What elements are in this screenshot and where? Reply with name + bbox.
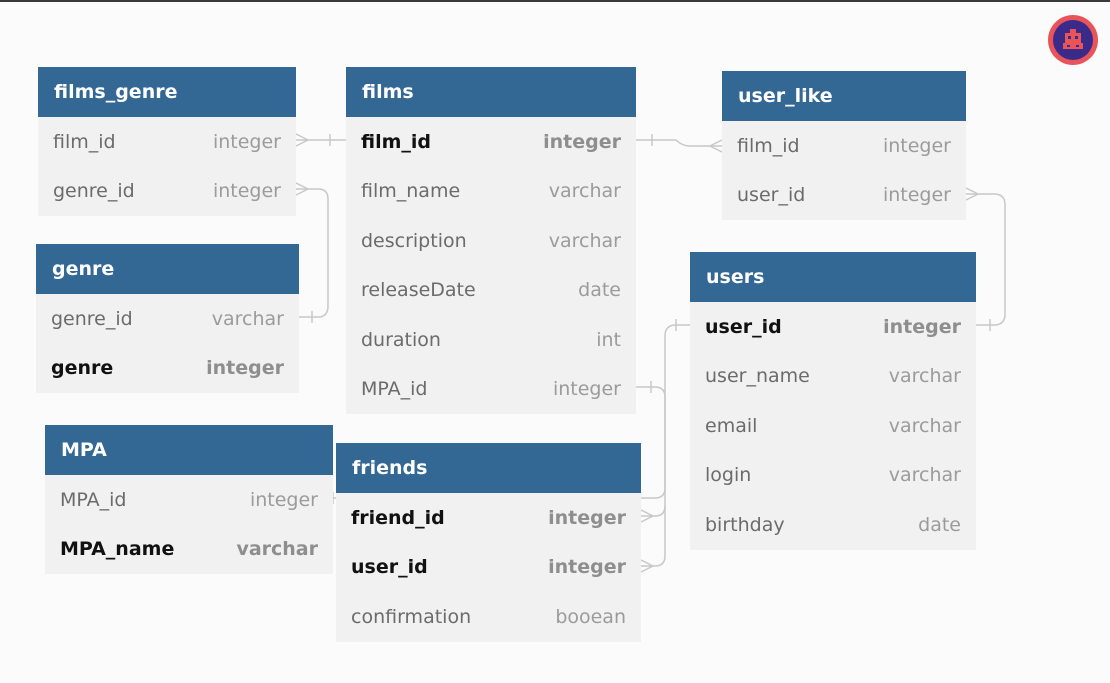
column-row[interactable]: film_name varchar [346, 167, 636, 217]
column-type: integer [212, 180, 281, 203]
table-header[interactable]: films [346, 67, 636, 117]
table-films[interactable]: films film_id integer film_name varchar … [346, 67, 636, 414]
column-type: integer [882, 134, 951, 157]
column-type: integer [543, 130, 621, 153]
column-name: MPA_name [60, 538, 175, 561]
column-type: integer [548, 506, 626, 529]
crowfoot-filmsgenre-film [295, 133, 310, 147]
table-header[interactable]: users [690, 252, 976, 302]
crowfoot-filmsgenre-genre [295, 182, 310, 196]
column-type: booean [555, 605, 626, 628]
column-type: varchar [548, 229, 621, 252]
column-name: birthday [705, 513, 785, 536]
column-row-pk[interactable]: friend_id integer [336, 493, 641, 543]
column-row[interactable]: duration int [346, 315, 636, 365]
column-name: film_name [361, 180, 461, 203]
column-type: integer [883, 315, 961, 338]
table-header[interactable]: genre [36, 244, 299, 294]
column-row-pk[interactable]: user_id integer [336, 543, 641, 593]
crowfoot-friends-friendid [640, 509, 655, 523]
column-row[interactable]: MPA_id integer [45, 475, 333, 525]
column-name: email [705, 414, 758, 437]
crowfoot-friends-userid [640, 559, 655, 573]
column-name: description [361, 229, 467, 252]
column-type: varchar [548, 180, 621, 203]
column-type: integer [548, 556, 626, 579]
column-row-pk[interactable]: genre integer [36, 344, 299, 394]
column-row[interactable]: genre_id integer [38, 167, 296, 217]
column-row-pk[interactable]: film_id integer [346, 117, 636, 167]
table-header[interactable]: MPA [45, 425, 333, 475]
column-row[interactable]: genre_id varchar [36, 294, 299, 344]
column-name: film_id [737, 134, 800, 157]
column-type: integer [212, 130, 281, 153]
column-row[interactable]: confirmation booean [336, 592, 641, 642]
column-row[interactable]: MPA_id integer [346, 365, 636, 415]
column-name: user_id [737, 184, 806, 207]
column-name: user_id [351, 556, 428, 579]
crowfoot-userlike-film [708, 139, 723, 153]
link-users-friends [641, 324, 690, 567]
column-name: genre [51, 357, 114, 380]
column-row-pk[interactable]: MPA_name varchar [45, 525, 333, 575]
column-name: MPA_id [361, 378, 428, 401]
table-header[interactable]: films_genre [38, 67, 296, 117]
column-type: int [596, 328, 621, 351]
table-mpa[interactable]: MPA MPA_id integer MPA_name varchar [45, 425, 333, 574]
column-name: friend_id [351, 506, 445, 529]
column-row[interactable]: email varchar [690, 401, 976, 451]
column-row[interactable]: user_id integer [722, 171, 966, 221]
column-row[interactable]: description varchar [346, 216, 636, 266]
crowfoot-userlike-user [965, 187, 980, 201]
column-type: varchar [888, 365, 961, 388]
column-type: integer [249, 488, 318, 511]
column-row[interactable]: film_id integer [722, 121, 966, 171]
column-type: varchar [888, 414, 961, 437]
column-row[interactable]: releaseDate date [346, 266, 636, 316]
column-type: integer [552, 378, 621, 401]
column-name: film_id [53, 130, 116, 153]
robot-logo-inner [1053, 20, 1093, 60]
robot-logo-icon[interactable] [1048, 15, 1098, 65]
table-user-like[interactable]: user_like film_id integer user_id intege… [722, 71, 966, 220]
column-name: MPA_id [60, 488, 127, 511]
column-type: integer [206, 357, 284, 380]
column-type: date [578, 279, 621, 302]
column-name: user_name [705, 365, 810, 388]
top-border [0, 0, 1110, 2]
column-name: login [705, 464, 752, 487]
robot-icon [1063, 29, 1083, 49]
table-films-genre[interactable]: films_genre film_id integer genre_id int… [38, 67, 296, 216]
column-name: confirmation [351, 605, 472, 628]
column-row[interactable]: user_name varchar [690, 352, 976, 402]
column-row-pk[interactable]: user_id integer [690, 302, 976, 352]
column-row[interactable]: login varchar [690, 451, 976, 501]
table-users[interactable]: users user_id integer user_name varchar … [690, 252, 976, 550]
column-name: duration [361, 328, 441, 351]
link-films-userlike [636, 139, 722, 147]
column-row[interactable]: film_id integer [38, 117, 296, 167]
column-name: user_id [705, 315, 782, 338]
column-name: releaseDate [361, 279, 476, 302]
column-row[interactable]: birthday date [690, 500, 976, 550]
column-type: date [918, 513, 961, 536]
column-type: varchar [236, 538, 318, 561]
column-type: varchar [211, 307, 284, 330]
column-type: integer [882, 184, 951, 207]
column-name: genre_id [51, 307, 133, 330]
table-friends[interactable]: friends friend_id integer user_id intege… [336, 443, 641, 642]
table-header[interactable]: user_like [722, 71, 966, 121]
table-genre[interactable]: genre genre_id varchar genre integer [36, 244, 299, 393]
column-type: varchar [888, 464, 961, 487]
table-header[interactable]: friends [336, 443, 641, 493]
column-name: film_id [361, 130, 432, 153]
link-users-friendid [641, 505, 666, 517]
link-filmsgenre-genre [296, 188, 329, 318]
column-name: genre_id [53, 180, 135, 203]
